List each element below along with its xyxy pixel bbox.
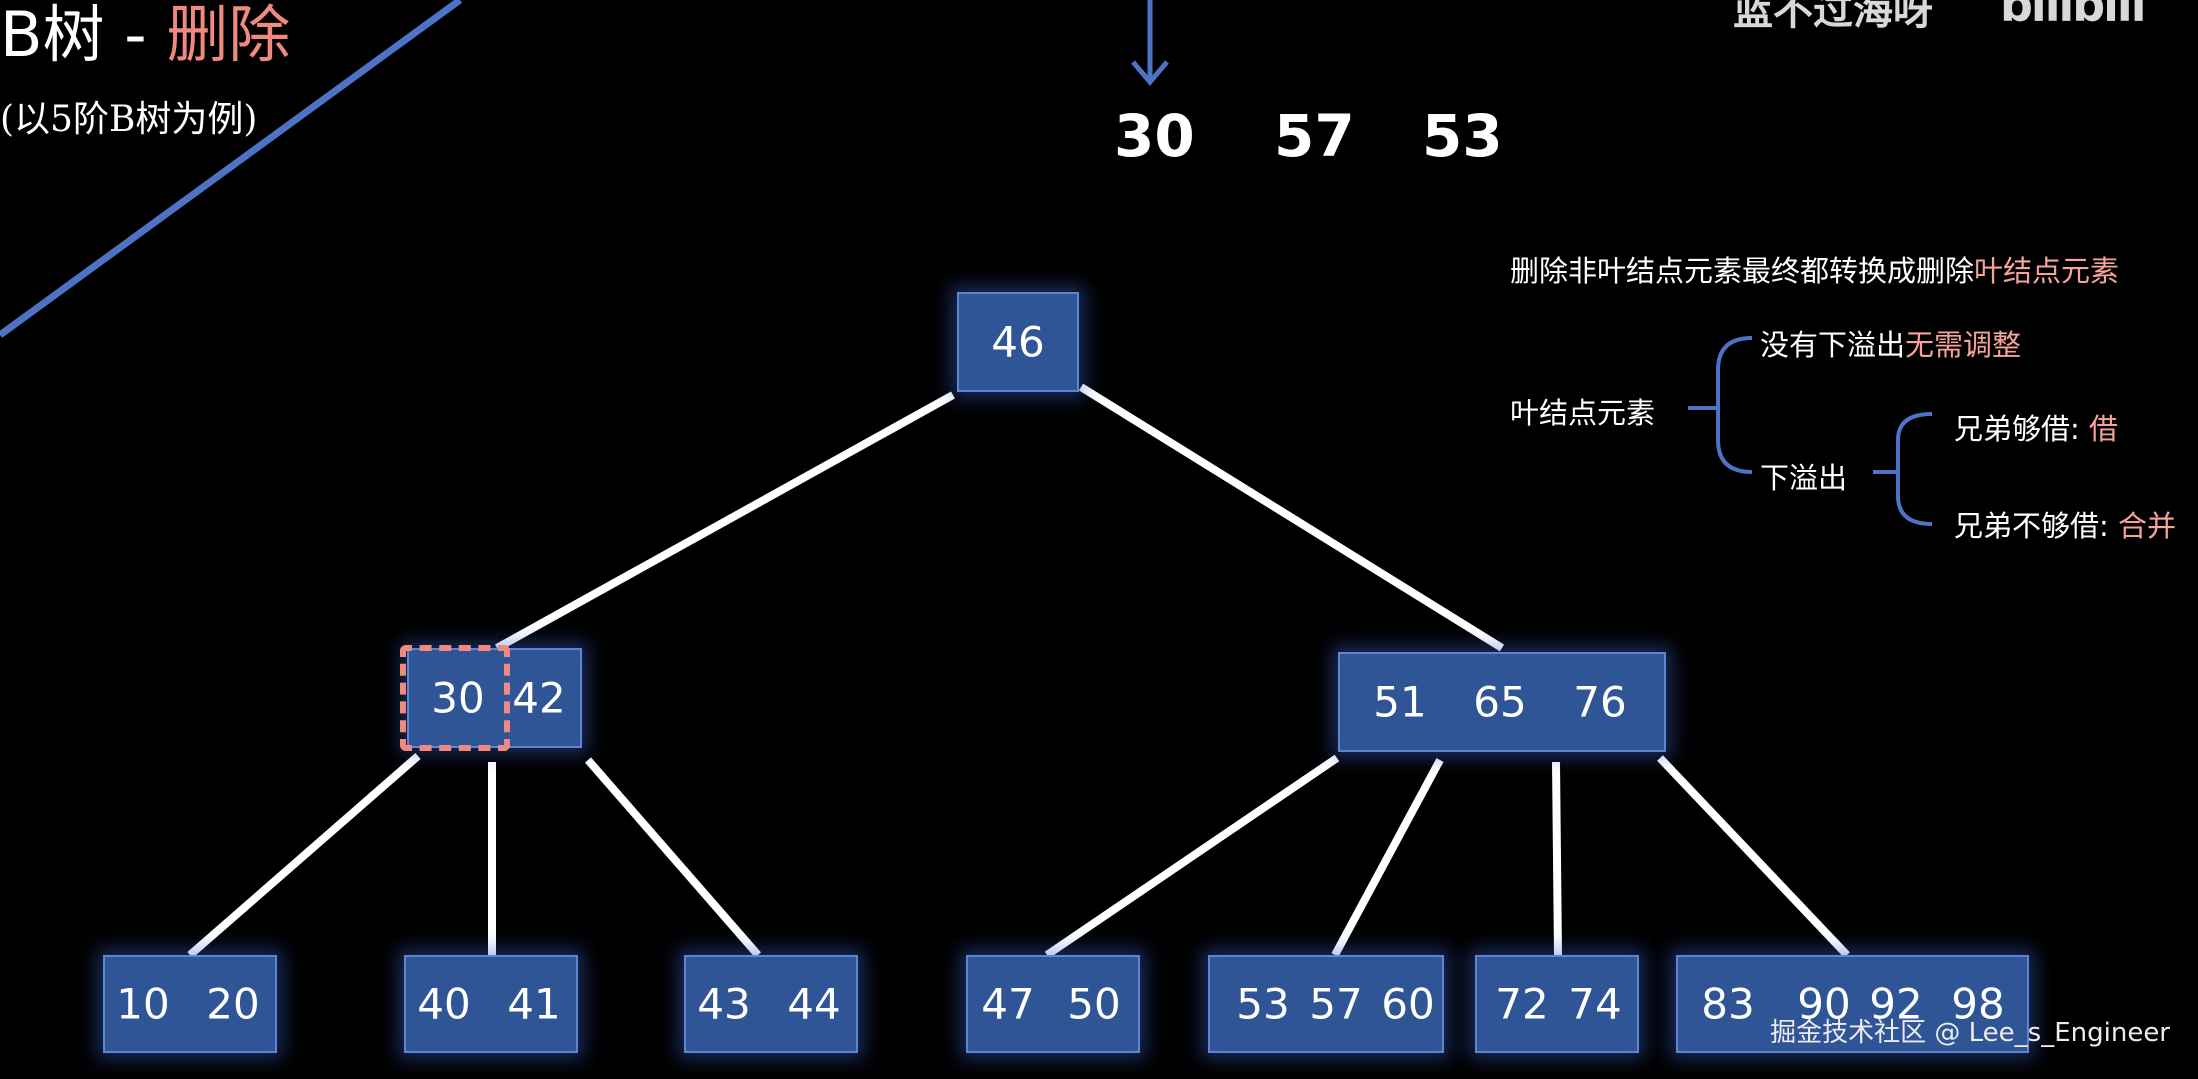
node-key: 72 [1495, 979, 1549, 1029]
node-key: 65 [1473, 677, 1527, 727]
node-key: 53 [1236, 979, 1290, 1029]
node-key: 41 [507, 979, 561, 1029]
tree-leaf-7: 83 90 92 98 [1676, 955, 2029, 1053]
tree-leaf-1: 10 20 [103, 955, 277, 1053]
sequence-key-2: 57 [1274, 102, 1355, 170]
tree-leaf-5: 53 57 60 [1208, 955, 1444, 1053]
node-key: 74 [1568, 979, 1622, 1029]
tree-leaf-6: 72 74 [1475, 955, 1639, 1053]
bracket-2 [1896, 412, 1933, 526]
node-key: 43 [697, 979, 751, 1029]
edge-left-leaf1 [187, 752, 421, 959]
page-title: B树 - 删除 [0, 0, 291, 71]
note-sibling-not-enough: 兄弟不够借: 合并 [1954, 509, 2177, 543]
node-key: 92 [1869, 979, 1923, 1029]
edge-left-leaf3 [584, 757, 762, 958]
node-key: 20 [206, 979, 260, 1029]
node-key: 44 [787, 979, 841, 1029]
node-key: 98 [1951, 979, 2005, 1029]
node-key: 83 [1701, 979, 1755, 1029]
arrow-head [1131, 60, 1169, 86]
title-highlight: 删除 [166, 0, 291, 71]
tree-leaf-2: 40 41 [404, 955, 578, 1053]
node-key: 30 [431, 673, 485, 723]
node-key: 76 [1573, 677, 1627, 727]
sequence-key-3: 53 [1422, 102, 1503, 170]
edge-right-leaf4 [1044, 754, 1340, 959]
edge-right-leaf5 [1331, 758, 1444, 957]
page-subtitle: (以5阶B树为例) [0, 99, 258, 140]
edge-right-leaf7 [1657, 755, 1850, 958]
sequence-key-1: 30 [1114, 102, 1195, 170]
watermark: 掘金技术社区 @ Lee_s_Engineer [1770, 1018, 2170, 1048]
note-general-rule: 删除非叶结点元素最终都转换成删除叶结点元素 [1510, 254, 2120, 288]
node-key: 51 [1373, 677, 1427, 727]
edge-right-leaf6 [1552, 761, 1562, 956]
node-key: 60 [1381, 979, 1435, 1029]
node-key: 10 [116, 979, 170, 1029]
tree-node-root: 46 [957, 292, 1079, 392]
note-sibling-enough: 兄弟够借: 借 [1954, 412, 2119, 446]
node-key: 57 [1309, 979, 1363, 1029]
note-underflow: 下溢出 [1760, 461, 1848, 495]
note-leaf-label: 叶结点元素 [1510, 396, 1656, 430]
tree-leaf-3: 43 44 [684, 955, 858, 1053]
edge-root-left [495, 391, 955, 652]
node-key: 46 [991, 317, 1045, 367]
tree-node-right: 51 65 76 [1338, 652, 1666, 752]
edge-root-right [1078, 383, 1505, 652]
channel-name: 蓝不过海呀 [1733, 0, 1933, 34]
note-no-underflow: 没有下溢出无需调整 [1760, 328, 2022, 362]
node-key: 90 [1797, 979, 1851, 1029]
decorative-diagonal-line [0, 0, 463, 338]
deleting-key-highlight [400, 645, 510, 751]
node-key: 42 [512, 673, 566, 723]
bracket-1 [1716, 336, 1753, 474]
node-key: 40 [417, 979, 471, 1029]
node-key: 50 [1067, 979, 1121, 1029]
tree-node-left: 30 42 [407, 648, 582, 748]
tree-leaf-4: 47 50 [966, 955, 1140, 1053]
node-key: 47 [981, 979, 1035, 1029]
bilibili-logo: bilibili [2000, 0, 2146, 32]
